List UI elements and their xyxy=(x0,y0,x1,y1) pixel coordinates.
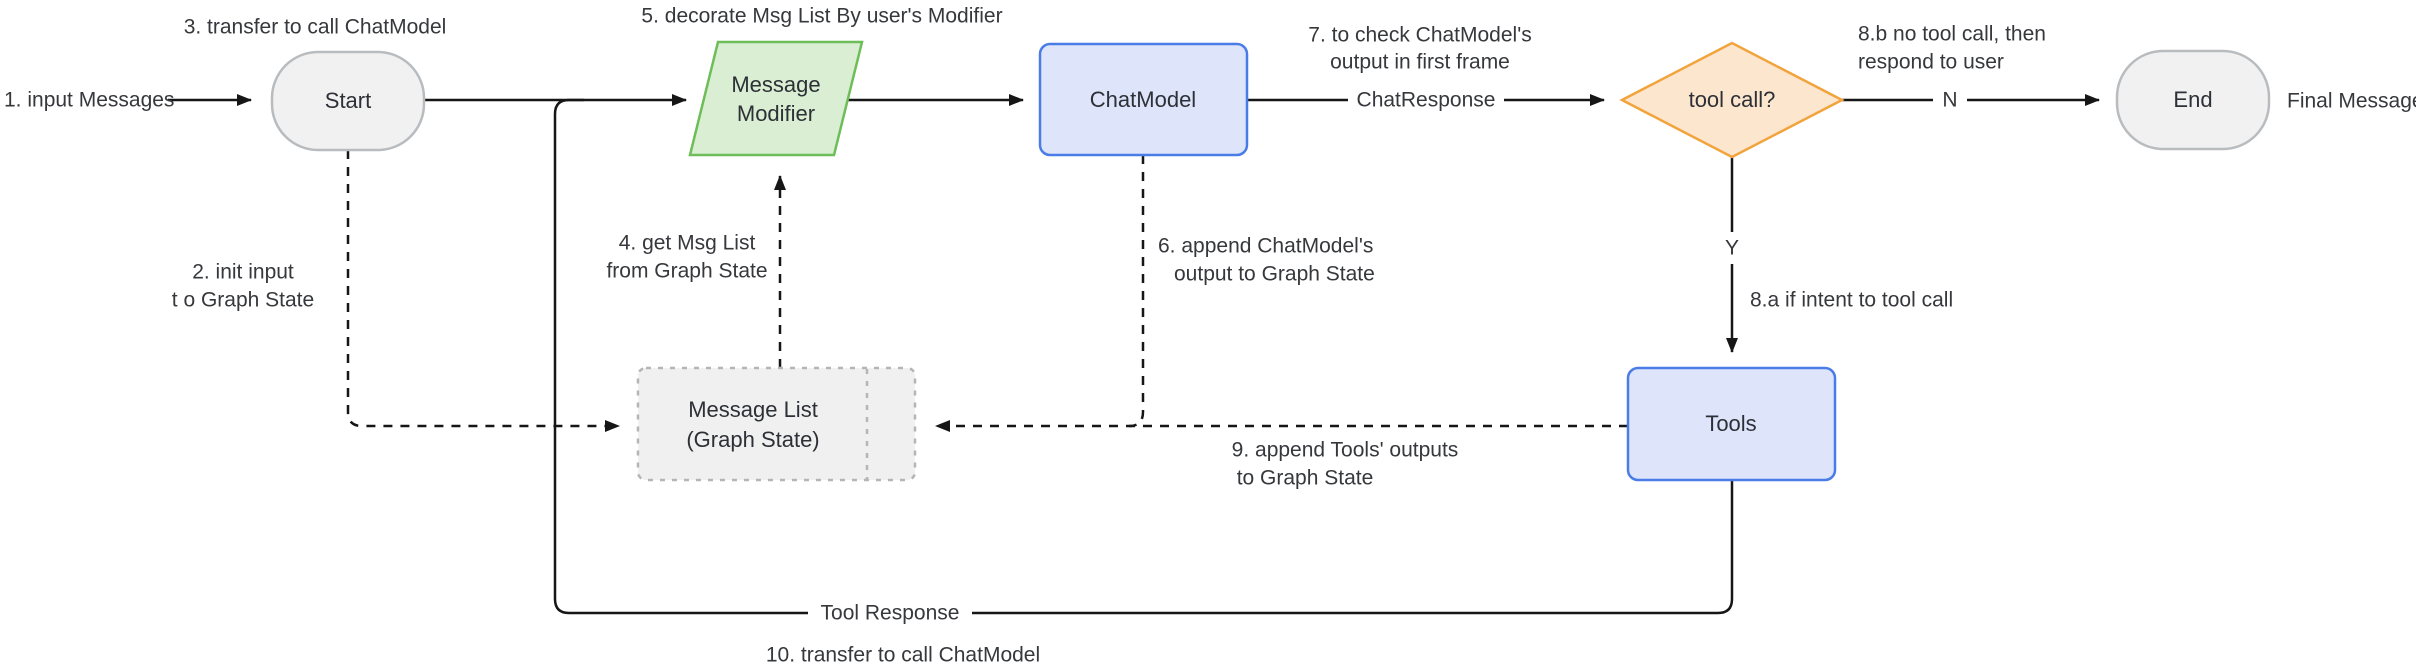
y-label-bg xyxy=(1715,232,1749,264)
step10-label: 10. transfer to call ChatModel xyxy=(766,644,1040,664)
step7-label-line2: output in first frame xyxy=(1330,51,1510,74)
step2-label-line1: 2. init input xyxy=(192,261,294,284)
tools-label: Tools xyxy=(1705,411,1756,436)
step6-label-line2: output to Graph State xyxy=(1174,263,1375,286)
node-chatmodel[interactable]: ChatModel xyxy=(1038,42,1249,157)
end-shape[interactable] xyxy=(2115,49,2271,151)
tool-call-decision-shape[interactable] xyxy=(1619,41,1845,159)
edges-dashed xyxy=(346,150,1628,432)
tool-response-label: Tool Response xyxy=(821,602,960,625)
node-message-modifier[interactable]: Message Modifier xyxy=(688,40,864,157)
n-branch-label: N xyxy=(1942,89,1957,112)
message-list-shape[interactable] xyxy=(636,366,917,482)
end-label: End xyxy=(2173,87,2212,112)
y-branch-label: Y xyxy=(1725,237,1739,260)
tools-shape[interactable] xyxy=(1626,366,1837,482)
step8a-label: 8.a if intent to tool call xyxy=(1750,289,1953,312)
tool-response-label-bg xyxy=(808,596,972,630)
final-message-label: Final Message xyxy=(2287,90,2416,113)
start-shape[interactable] xyxy=(270,50,426,152)
message-list-label-line1: Message List xyxy=(688,397,818,422)
step8b-label-line2: respond to user xyxy=(1858,51,2004,74)
node-tools[interactable]: Tools xyxy=(1626,366,1837,482)
message-list-label-line2: (Graph State) xyxy=(686,427,819,452)
edge-start-to-messagelist xyxy=(346,150,620,432)
chat-response-label: ChatResponse xyxy=(1357,89,1496,112)
step9-label-line2: to Graph State xyxy=(1237,467,1374,490)
step2-label-line2: t o Graph State xyxy=(172,289,314,312)
step7-label-line1: 7. to check ChatModel's xyxy=(1308,24,1531,47)
edge-tools-loop-back xyxy=(553,98,1734,615)
node-tool-call-decision[interactable]: tool call? xyxy=(1619,41,1845,159)
step8b-label-line1: 8.b no tool call, then xyxy=(1858,23,2046,46)
step5-label: 5. decorate Msg List By user's Modifier xyxy=(641,5,1002,28)
chatmodel-shape[interactable] xyxy=(1038,42,1249,157)
step9-label-line1: 9. append Tools' outputs xyxy=(1232,439,1459,462)
edges-solid xyxy=(168,94,2100,615)
step4-label-line1: 4. get Msg List xyxy=(619,232,756,255)
node-end[interactable]: End xyxy=(2115,49,2271,151)
inline-edge-labels: ChatResponse N Y Tool Response xyxy=(808,83,1967,630)
message-modifier-label-line2: Modifier xyxy=(737,101,815,126)
step3-label: 3. transfer to call ChatModel xyxy=(184,16,447,39)
node-message-list[interactable]: Message List (Graph State) xyxy=(636,366,917,482)
step4-label-line2: from Graph State xyxy=(606,260,767,283)
node-start[interactable]: Start xyxy=(270,50,426,152)
chat-response-label-bg xyxy=(1348,83,1504,117)
message-modifier-label-line1: Message xyxy=(731,72,820,97)
tool-call-decision-label: tool call? xyxy=(1689,87,1776,112)
step6-label-line1: 6. append ChatModel's xyxy=(1158,235,1373,258)
input-messages-label: 1. input Messages xyxy=(4,89,174,112)
annotations: 1. input Messages 3. transfer to call Ch… xyxy=(4,5,2416,664)
chatmodel-label: ChatModel xyxy=(1090,87,1196,112)
n-label-bg xyxy=(1933,84,1967,116)
start-label: Start xyxy=(325,88,371,113)
message-modifier-shape[interactable] xyxy=(688,40,864,157)
edge-chatmodel-to-messagelist xyxy=(1128,155,1145,428)
